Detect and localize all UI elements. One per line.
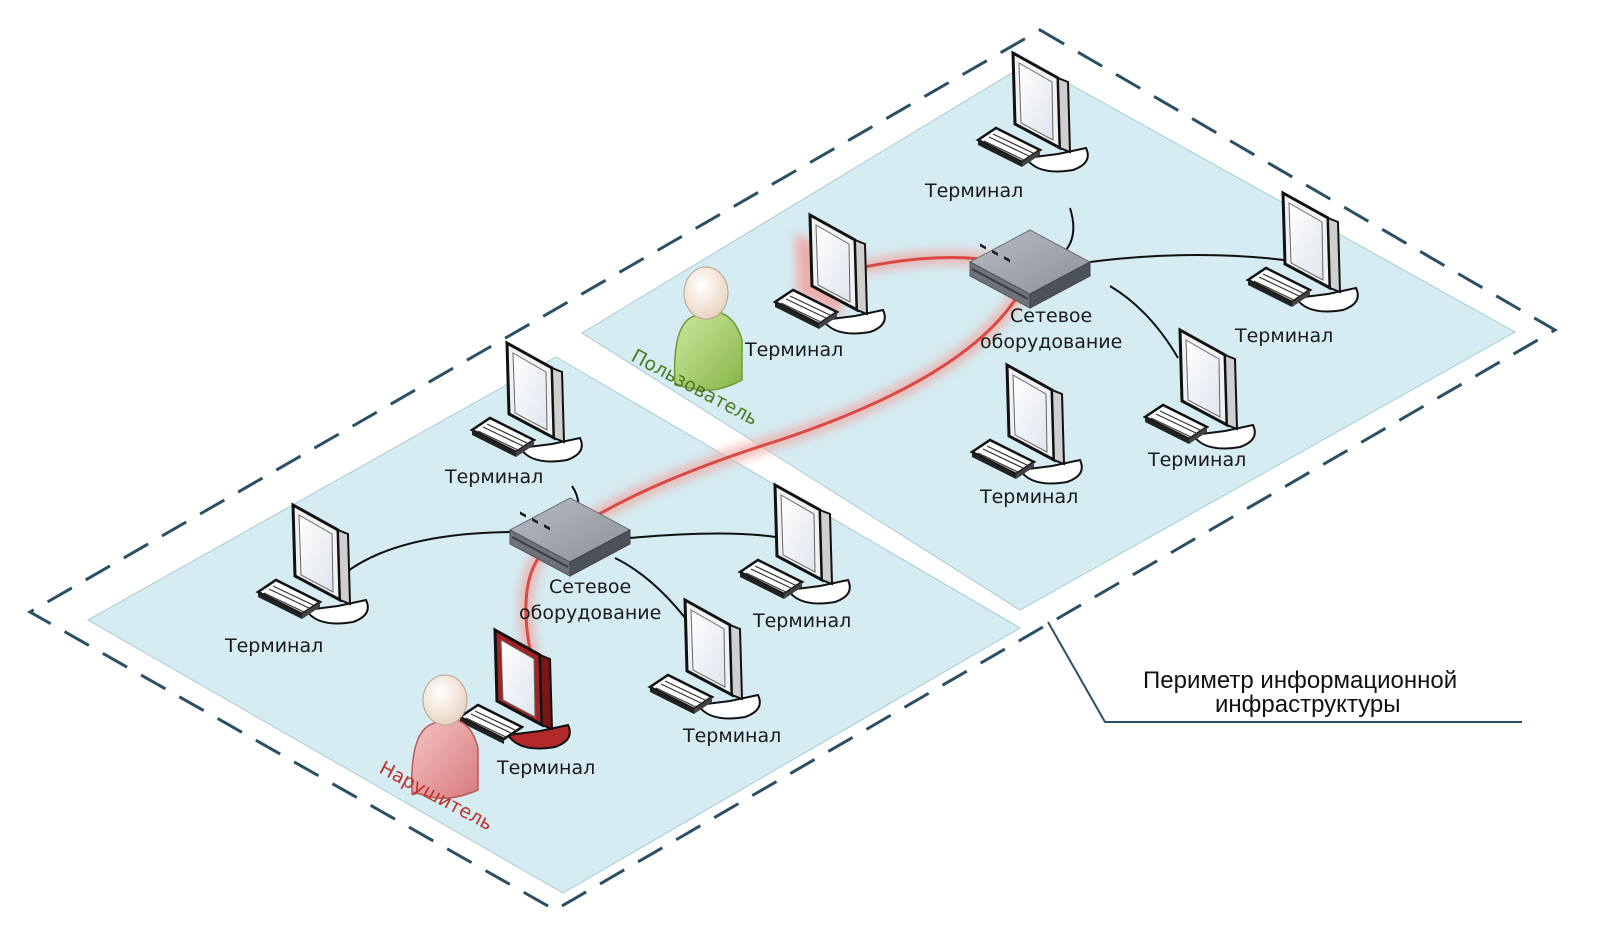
perimeter-label-1: Периметр информационной <box>1143 667 1457 694</box>
perimeter-outline <box>26 28 1558 912</box>
attacker-figure <box>411 674 479 800</box>
terminal-user-label: Терминал <box>744 339 843 361</box>
switch-right-label-1: Сетевое <box>1010 305 1092 327</box>
terminal-l1-label: Терминал <box>444 466 543 488</box>
terminal-l3-label: Терминал <box>752 610 851 632</box>
switch-right-label-2: оборудование <box>980 331 1122 353</box>
terminal-r1-label: Терминал <box>924 180 1023 202</box>
terminal-user <box>773 213 887 335</box>
zone-left <box>86 356 1021 894</box>
terminal-r2-label: Терминал <box>1234 325 1333 347</box>
terminal-l4-label: Терминал <box>682 725 781 747</box>
zone-right <box>581 61 1517 611</box>
perimeter-callout: Периметр информационной инфраструктуры <box>1047 621 1522 723</box>
switch-left-label-1: Сетевое <box>549 576 631 598</box>
terminal-r4-label: Терминал <box>979 486 1078 508</box>
user-figure <box>673 266 743 392</box>
terminal-attacker-label: Терминал <box>496 757 595 779</box>
switch-left-label-2: оборудование <box>519 602 661 624</box>
terminal-l2-label: Терминал <box>224 635 323 657</box>
terminal-r3-label: Терминал <box>1147 449 1246 471</box>
perimeter-label-2: инфраструктуры <box>1215 691 1401 718</box>
